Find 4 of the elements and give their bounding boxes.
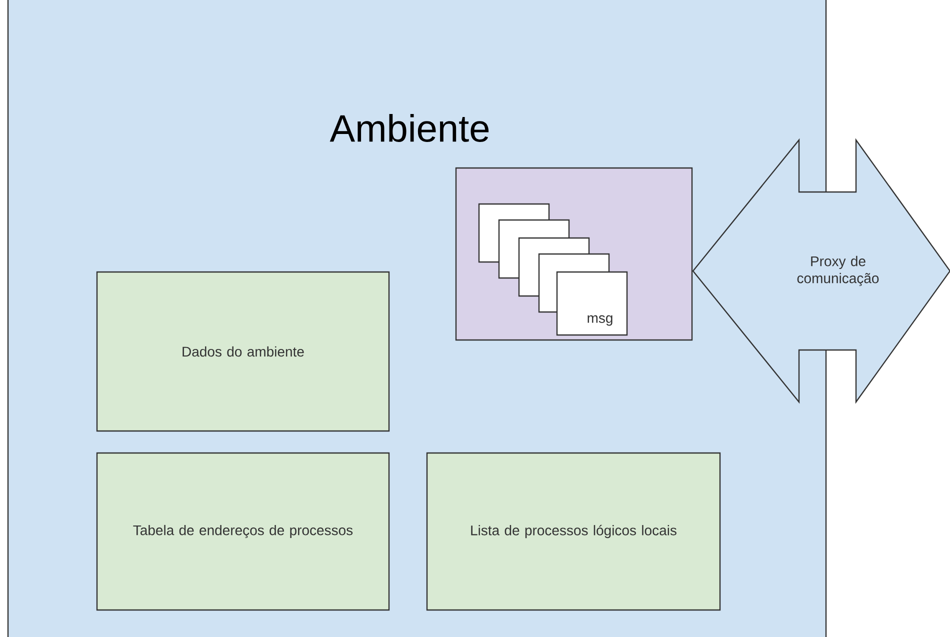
data-box: Tabela de endereços de processos: [96, 452, 390, 611]
data-box: Dados do ambiente: [96, 271, 390, 432]
message-box: msg: [556, 271, 628, 336]
data-box: Lista de processos lógicos locais: [426, 452, 721, 611]
